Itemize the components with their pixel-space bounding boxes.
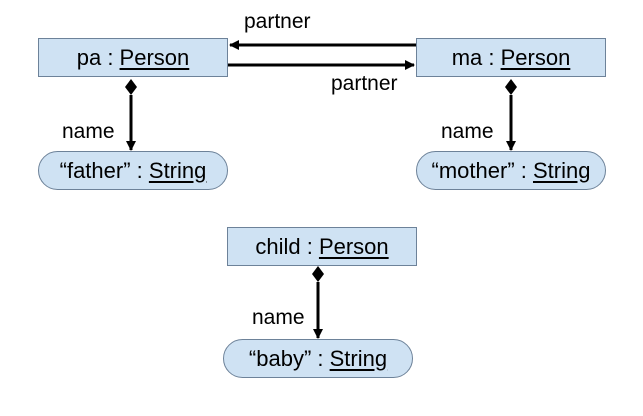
value-baby-separator: : [311, 345, 330, 371]
composition-diamond-ma [505, 79, 517, 95]
label-partner-bottom: partner [331, 72, 398, 95]
value-mother-separator: : [514, 157, 533, 183]
label-name-ma: name [441, 120, 494, 143]
object-ma-name: ma [451, 44, 483, 70]
object-pa: pa : Person [38, 38, 228, 77]
value-mother-type: String [532, 157, 591, 183]
object-child-name: child [255, 233, 301, 259]
composition-diamond-pa [125, 79, 137, 95]
value-mother-literal: “mother” [431, 157, 515, 183]
value-baby-type: String [329, 345, 388, 371]
value-father-separator: : [130, 157, 149, 183]
value-father-literal: “father” [59, 157, 131, 183]
object-ma-type: Person [500, 44, 571, 70]
object-child-separator: : [300, 233, 319, 259]
label-name-child: name [252, 306, 305, 329]
value-father: “father” : String [38, 151, 228, 190]
label-partner-top: partner [244, 10, 311, 33]
value-baby: “baby” : String [223, 339, 413, 378]
object-pa-type: Person [119, 44, 190, 70]
object-pa-name: pa [76, 44, 102, 70]
composition-diamond-child [312, 266, 324, 282]
object-child: child : Person [227, 227, 417, 266]
value-mother: “mother” : String [416, 151, 606, 190]
object-ma: ma : Person [416, 38, 606, 77]
object-pa-separator: : [101, 44, 120, 70]
label-name-pa: name [62, 120, 115, 143]
object-ma-separator: : [482, 44, 501, 70]
object-child-type: Person [318, 233, 389, 259]
value-father-type: String [148, 157, 207, 183]
value-baby-literal: “baby” [248, 345, 312, 371]
